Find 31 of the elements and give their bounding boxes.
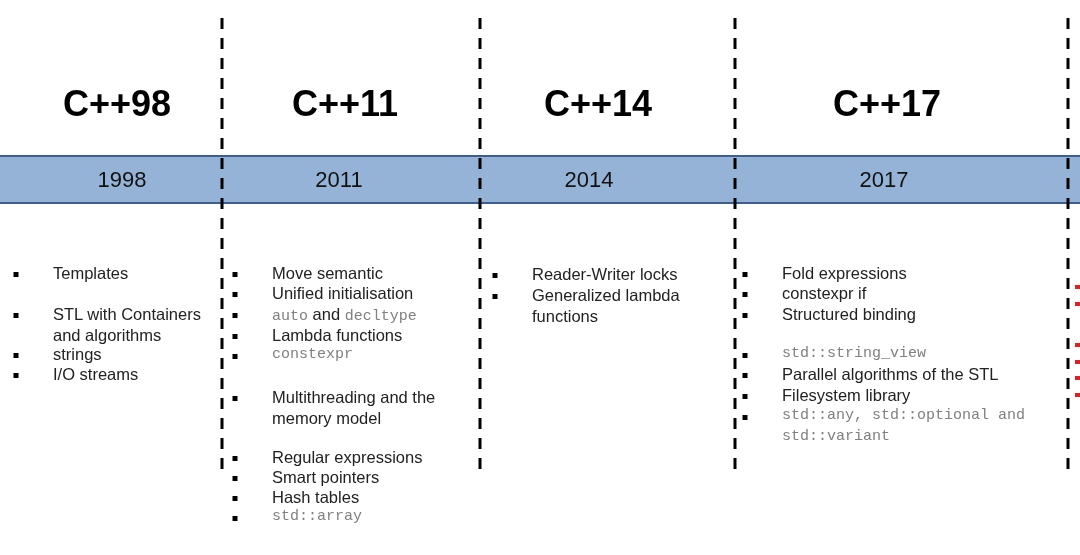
feature-item: Reader-Writer locks [532, 264, 678, 285]
feature-item: std::array [272, 507, 362, 527]
feature-item: Structured binding [782, 304, 916, 325]
feature-item: constexpr if [782, 283, 867, 304]
version-heading: C++11 [291, 84, 399, 124]
feature-item: I/O streams [53, 364, 139, 385]
feature-item: Templates [53, 263, 129, 284]
feature-item: Parallel algorithms of the STL [782, 364, 999, 385]
year-label: 2014 [564, 167, 614, 193]
feature-item: Move semantic [272, 263, 383, 284]
feature-item: std::string_view [782, 344, 927, 364]
feature-item: Smart pointers [272, 467, 380, 488]
timeline-band [0, 155, 1080, 204]
feature-item: Filesystem library [782, 385, 911, 406]
feature-item: Multithreading and the memory model [272, 387, 437, 428]
feature-item: std::any, std::optional and std::variant [782, 406, 1027, 447]
year-label: 1998 [97, 167, 147, 193]
year-label: 2017 [859, 167, 909, 193]
feature-item: Unified initialisation [272, 283, 414, 304]
feature-item: Regular expressions [272, 447, 423, 468]
feature-item: constexpr [272, 345, 353, 365]
feature-item: Fold expressions [782, 263, 907, 284]
year-label: 2011 [315, 167, 363, 193]
feature-item: Generalized lambda functions [532, 285, 681, 326]
feature-item: Lambda functions [272, 325, 403, 346]
version-heading: C++98 [62, 84, 172, 124]
feature-item: Hash tables [272, 487, 360, 508]
feature-item: auto and decltype [272, 304, 417, 327]
feature-item: strings [53, 344, 102, 365]
version-heading: C++17 [832, 84, 942, 124]
version-heading: C++14 [543, 84, 653, 124]
